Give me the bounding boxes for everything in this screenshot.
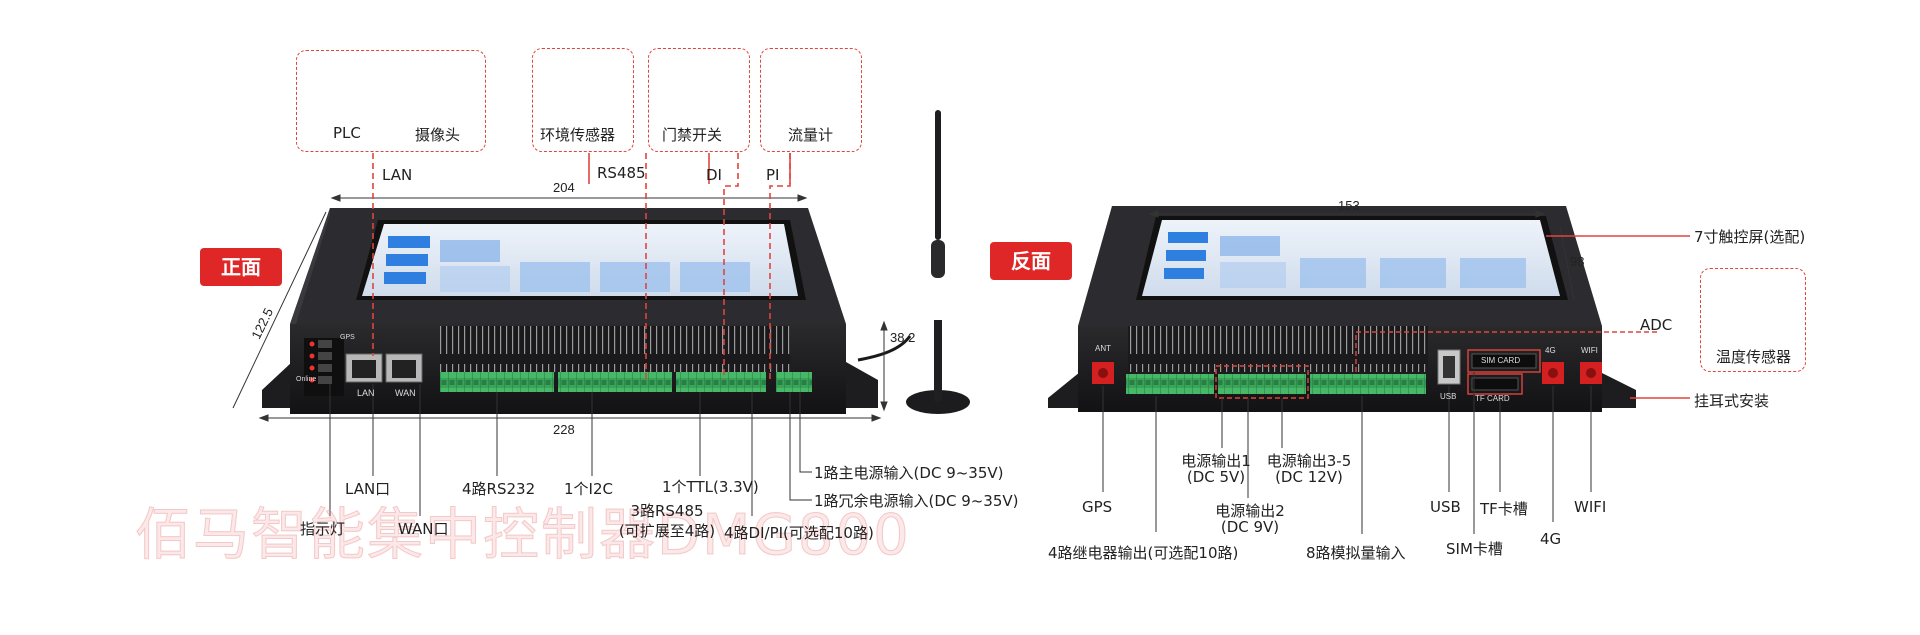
ant-mark: ANT xyxy=(1095,344,1111,353)
plc-camera-box xyxy=(296,50,486,152)
callout-tf: TF卡槽 xyxy=(1480,500,1528,518)
back-dim-width: 153 xyxy=(1338,198,1360,213)
flowmeter-box xyxy=(760,48,862,152)
callout-analog: 8路模拟量输入 xyxy=(1306,544,1406,562)
callout-i2c: 1个I2C xyxy=(564,480,613,498)
env-sensor-label: 环境传感器 xyxy=(540,126,616,144)
analog-terminal-block xyxy=(1310,374,1426,394)
camera-label: 摄像头 xyxy=(415,126,461,144)
callout-rs485-line1: 3路RS485 xyxy=(630,502,704,520)
callout-rs232: 4路RS232 xyxy=(462,480,536,498)
back-dimension-lines xyxy=(1148,210,1575,301)
temp-sensor-box xyxy=(1700,268,1806,372)
callout-dipi: 4路DI/PI(可选配10路) xyxy=(724,524,874,542)
callout-power35-line1: 电源输出3-5 xyxy=(1266,452,1352,470)
back-solid-highlights xyxy=(1467,235,1690,399)
sim-card-mark: SIM CARD xyxy=(1481,356,1521,365)
dim-width-bottom: 228 xyxy=(553,422,575,437)
front-ear-left xyxy=(262,362,292,408)
callout-usb: USB xyxy=(1430,498,1461,516)
relay-terminal-block xyxy=(1126,374,1214,394)
callout-4g: 4G xyxy=(1540,530,1562,548)
front-ear-right xyxy=(846,362,878,408)
callout-gps: GPS xyxy=(1082,498,1113,516)
callout-main-power: 1路主电源输入(DC 9~35V) xyxy=(814,464,1004,482)
back-callout-lines xyxy=(1102,372,1592,534)
callout-power35-line2: (DC 12V) xyxy=(1275,468,1343,486)
dim-width-top: 204 xyxy=(553,180,575,195)
watermark: 佰马智能集中控制器DMG800 xyxy=(135,503,911,569)
front-dashed-connectors xyxy=(372,153,791,382)
callout-indicator: 指示灯 xyxy=(300,520,346,538)
callout-power2-line1: 电源输出2 xyxy=(1215,502,1285,520)
4g-mark: 4G xyxy=(1545,346,1556,355)
front-tag: 正面 xyxy=(200,248,282,286)
callout-relay: 4路继电器输出(可选配10路) xyxy=(1048,544,1239,562)
callout-wan-port: WAN口 xyxy=(398,520,449,538)
pi-interface-label: PI xyxy=(766,166,780,184)
callout-touchscreen: 7寸触控屏(选配) xyxy=(1694,228,1806,246)
terminal-block-3 xyxy=(676,372,766,392)
front-dimension-lines xyxy=(232,194,888,422)
callout-sim: SIM卡槽 xyxy=(1446,540,1503,558)
usb-mark: USB xyxy=(1440,392,1457,401)
indicator-leds xyxy=(304,338,344,396)
terminal-block-1 xyxy=(440,372,554,392)
flowmeter-label: 流量计 xyxy=(788,126,834,144)
callout-rs485-line2: (可扩展至4路) xyxy=(618,522,716,540)
front-solid-connectors xyxy=(588,153,791,184)
callout-ear-mount: 挂耳式安装 xyxy=(1694,392,1770,410)
callout-backup-power: 1路冗余电源输入(DC 9~35V) xyxy=(814,492,1019,510)
wan-port-mark: WAN xyxy=(395,388,416,398)
tf-card-mark: TF CARD xyxy=(1475,394,1510,403)
callout-power1-line2: (DC 5V) xyxy=(1186,468,1246,486)
back-dim-height: 98 xyxy=(1570,254,1585,269)
callout-power1-line1: 电源输出1 xyxy=(1181,452,1251,470)
door-switch-label: 门禁开关 xyxy=(662,126,723,144)
callout-wifi: WIFI xyxy=(1574,498,1607,516)
dim-height: 38.2 xyxy=(890,330,916,345)
back-device xyxy=(1048,206,1636,412)
power-out-terminal-block xyxy=(1218,374,1306,394)
callout-power2-line2: (DC 9V) xyxy=(1220,518,1280,536)
gps-led-mark: GPS xyxy=(340,334,355,341)
online-led-mark: Online xyxy=(296,376,317,383)
callout-ttl: 1个TTL(3.3V) xyxy=(662,478,759,496)
callout-lan-port: LAN口 xyxy=(345,480,391,498)
lan-port-mark: LAN xyxy=(357,388,375,398)
door-switch-box xyxy=(648,48,750,152)
temp-sensor-label: 温度传感器 xyxy=(1716,348,1792,366)
back-tag: 反面 xyxy=(990,242,1072,280)
wifi-mark: WIFI xyxy=(1581,346,1598,355)
env-sensor-box xyxy=(532,48,634,152)
front-device xyxy=(262,110,970,414)
lan-interface-label: LAN xyxy=(382,166,413,184)
terminal-block-2 xyxy=(558,372,672,392)
back-dashed-highlights xyxy=(1215,331,1660,399)
front-callout-lines xyxy=(329,384,812,516)
terminal-block-power xyxy=(776,372,812,392)
rs485-interface-label: RS485 xyxy=(597,164,646,182)
back-ear-right xyxy=(1600,372,1636,408)
antenna-graphic xyxy=(857,110,970,414)
di-interface-label: DI xyxy=(706,166,722,184)
back-ear-left xyxy=(1048,372,1080,408)
callout-adc: ADC xyxy=(1640,316,1673,334)
plc-label: PLC xyxy=(333,124,361,142)
